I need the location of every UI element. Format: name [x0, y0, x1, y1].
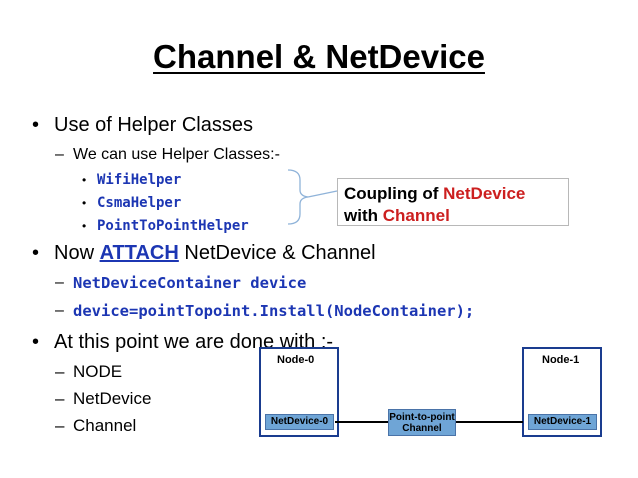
bullet-dot: • [82, 173, 87, 187]
channel-label-line2: Channel [402, 423, 442, 434]
dash-marker: – [55, 416, 65, 435]
bullet-text: Now ATTACH NetDevice & Channel [54, 242, 376, 265]
coupling-callout: Coupling of NetDevice with Channel [337, 178, 569, 226]
dash-marker: – [55, 389, 65, 408]
helper-name: PointToPointHelper [97, 218, 249, 234]
done-item-text: NetDevice [73, 389, 152, 408]
callout-text: with [344, 206, 378, 225]
helper-name: CsmaHelper [97, 195, 182, 211]
channel-label-line1: Point-to-point [389, 412, 455, 423]
callout-text: Coupling of [344, 184, 439, 203]
point-to-point-channel: Point-to-point Channel [388, 409, 456, 436]
netdevice-0: NetDevice-0 [265, 414, 334, 430]
bullet-dot: • [82, 219, 87, 233]
attach-keyword: ATTACH [99, 242, 179, 264]
now-prefix: Now [54, 242, 95, 264]
dash-marker: – [55, 362, 65, 381]
bullet-text: Use of Helper Classes [54, 114, 253, 136]
code-line: device=pointTopoint.Install(NodeContaine… [73, 302, 475, 320]
dash-marker: – [55, 302, 64, 319]
brace-connector [287, 169, 338, 225]
node-0-label: Node-0 [277, 354, 315, 366]
done-item-text: NODE [73, 362, 123, 381]
node-1-label: Node-1 [542, 354, 580, 366]
bullet-dot: • [82, 196, 87, 210]
bullet-dot: • [32, 242, 40, 264]
dash-marker: – [55, 274, 64, 291]
code-line: NetDeviceContainer device [73, 274, 307, 292]
done-item-text: Channel [73, 416, 137, 435]
bullet-dot: • [32, 114, 40, 136]
helper-name: WifiHelper [97, 172, 182, 188]
netdevice-1: NetDevice-1 [528, 414, 597, 430]
sub-bullet-text: We can use Helper Classes:- [73, 146, 280, 163]
callout-channel: Channel [382, 206, 450, 225]
dash-marker: – [55, 146, 64, 163]
callout-netdevice: NetDevice [443, 184, 526, 203]
now-suffix: NetDevice & Channel [184, 242, 376, 264]
bullet-dot: • [32, 331, 40, 353]
slide-title: Channel & NetDevice [153, 38, 485, 75]
